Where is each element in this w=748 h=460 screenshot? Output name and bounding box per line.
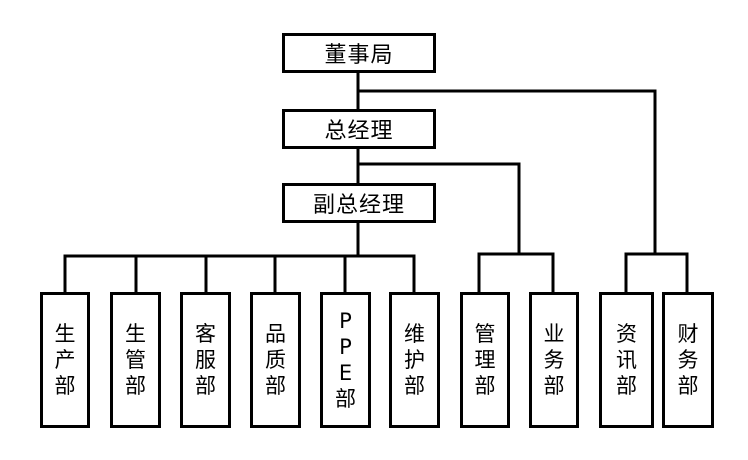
general-manager-label: 总经理 xyxy=(324,119,394,144)
dept-label: 生管部 xyxy=(125,322,146,398)
vice-general-manager-box: 副总经理 xyxy=(282,183,436,223)
dept-sales: 业务部 xyxy=(529,292,579,428)
dept-maintenance: 维护部 xyxy=(389,292,440,428)
dept-production: 生产部 xyxy=(40,292,90,428)
dept-administration: 管理部 xyxy=(460,292,510,428)
board-box: 董事局 xyxy=(282,33,436,73)
general-manager-box: 总经理 xyxy=(282,109,436,149)
dept-label: 品质部 xyxy=(265,322,286,398)
dept-ppe: PPE部 xyxy=(320,292,371,428)
dept-quality: 品质部 xyxy=(250,292,301,428)
dept-label: 生产部 xyxy=(54,322,76,398)
dept-label: 财务部 xyxy=(677,322,699,398)
dept-label: 业务部 xyxy=(543,322,565,398)
dept-information: 资讯部 xyxy=(599,292,654,428)
vice-general-manager-label: 副总经理 xyxy=(312,193,405,218)
dept-label: 资讯部 xyxy=(616,322,637,398)
dept-label: 管理部 xyxy=(474,322,496,398)
dept-customer-service: 客服部 xyxy=(180,292,231,428)
dept-label: PPE部 xyxy=(335,309,356,411)
board-label: 董事局 xyxy=(324,43,394,68)
dept-finance: 财务部 xyxy=(662,292,714,428)
dept-label: 客服部 xyxy=(195,322,216,398)
dept-production-control: 生管部 xyxy=(110,292,161,428)
dept-label: 维护部 xyxy=(404,322,425,398)
